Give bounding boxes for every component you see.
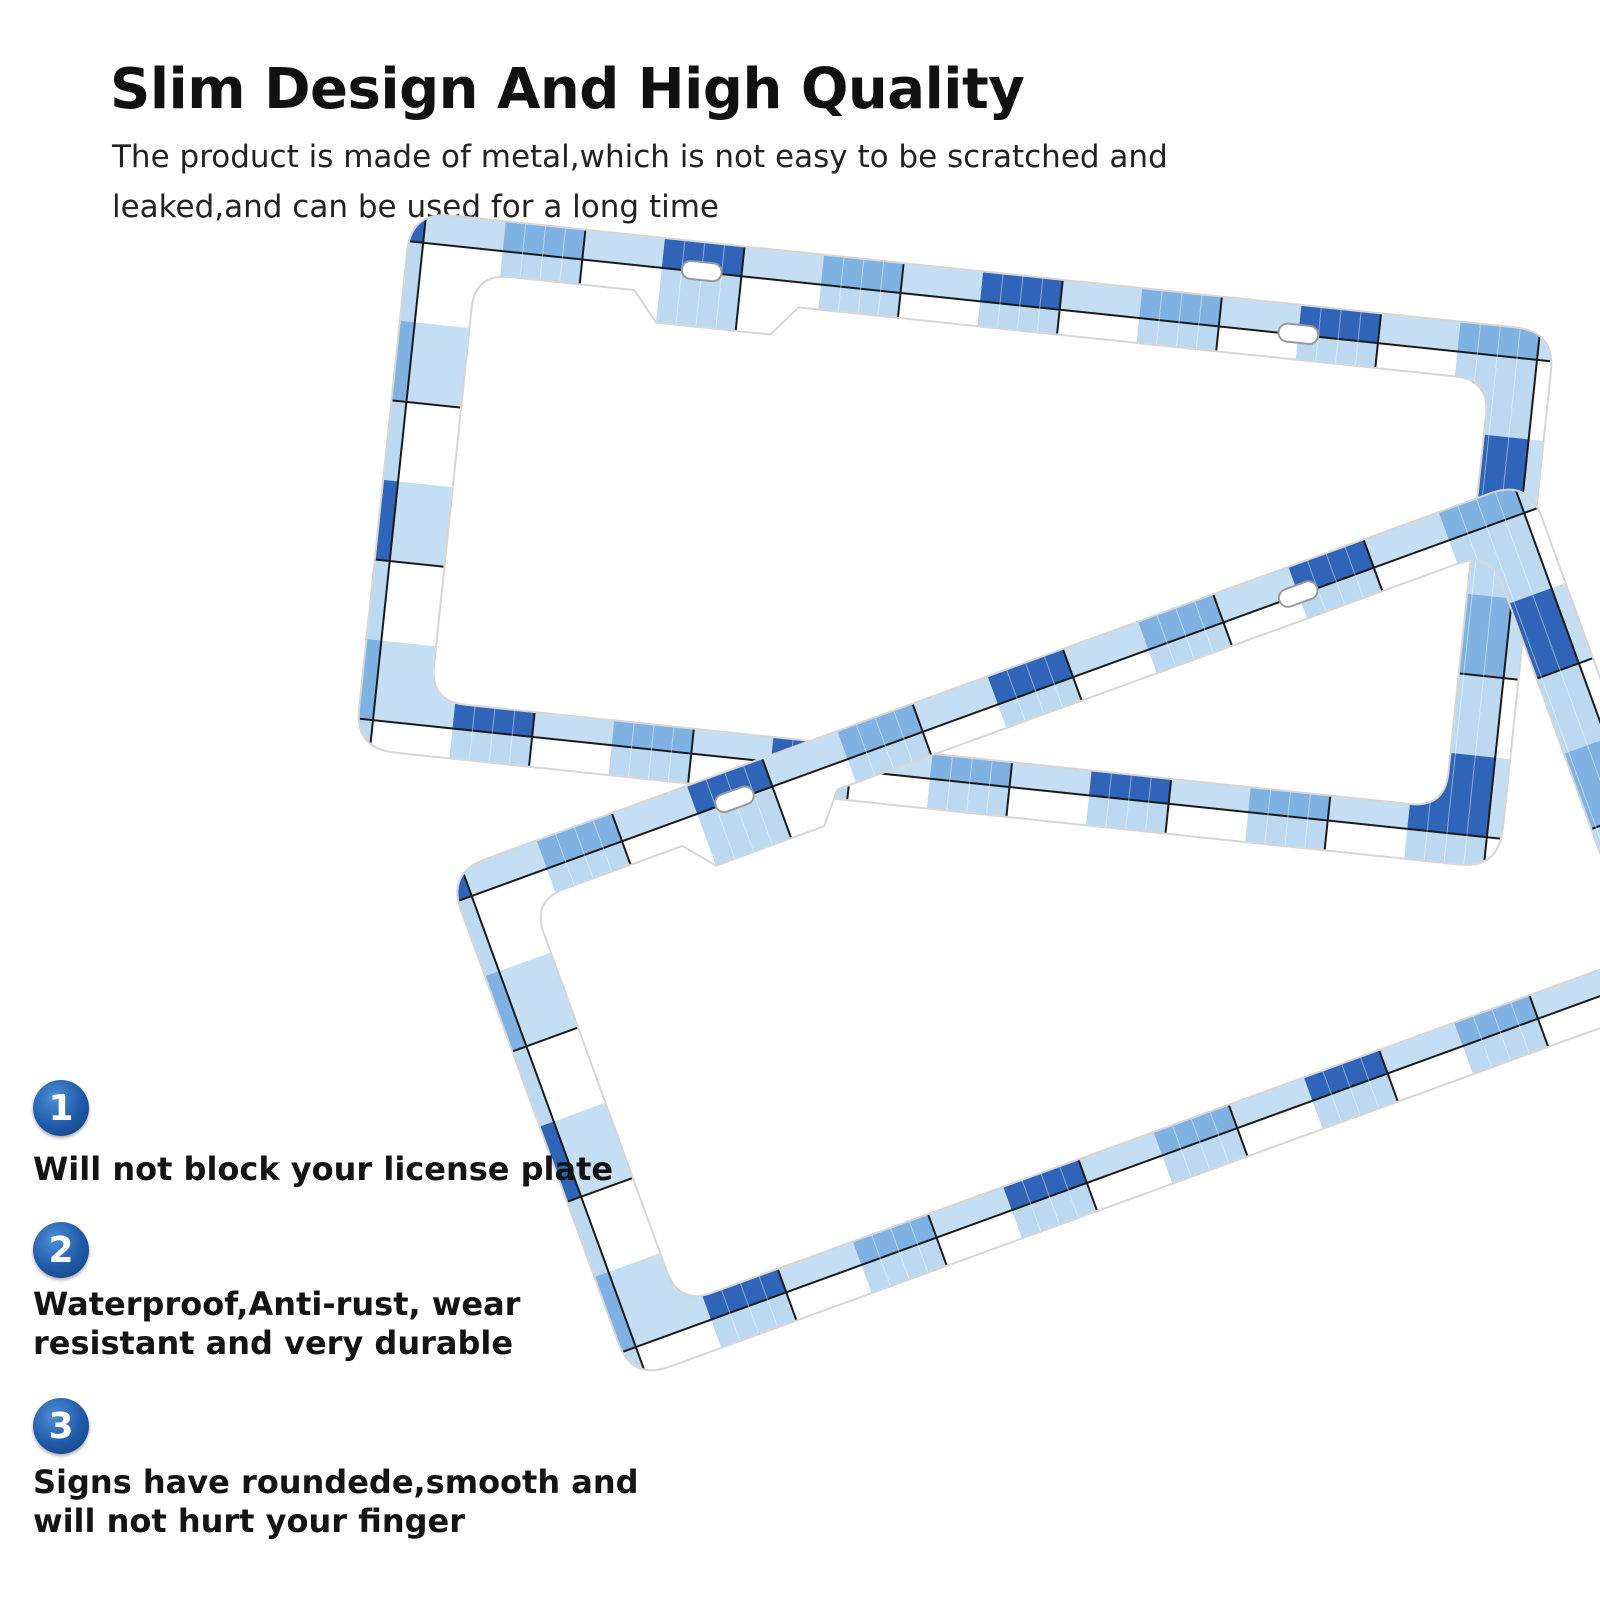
license-frame-front bbox=[456, 488, 1600, 1372]
feature-text-2: Waterproof,Anti-rust, wear resistant and… bbox=[33, 1285, 521, 1362]
page-description: The product is made of metal,which is no… bbox=[112, 139, 1168, 225]
feature-text-3: Signs have roundede,smooth and will not … bbox=[33, 1463, 639, 1540]
feature-number-badge-3: 3 bbox=[33, 1398, 89, 1454]
feature-number-badge-1: 1 bbox=[33, 1080, 89, 1136]
license-frame-back bbox=[357, 214, 1553, 866]
feature-text-1: Will not block your license plate bbox=[33, 1150, 614, 1188]
feature-number-badge-2: 2 bbox=[33, 1222, 89, 1278]
page-title: Slim Design And High Quality bbox=[110, 57, 1025, 122]
